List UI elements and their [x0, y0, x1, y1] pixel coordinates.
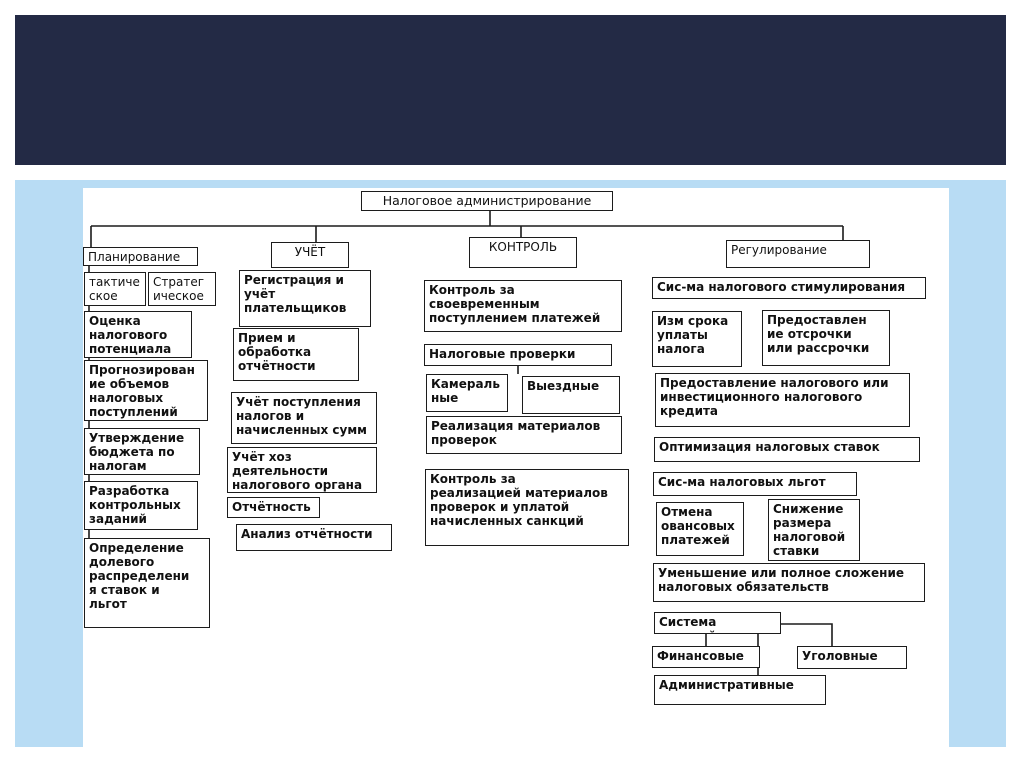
regulation-reduction: Уменьшение или полное сложение налоговых… [653, 563, 925, 602]
control-title: КОНТРОЛЬ [469, 237, 577, 268]
accounting-statements: Отчётность [227, 497, 320, 518]
accounting-registration: Регистрация и учёт плательщиков [239, 270, 371, 327]
control-materials: Реализация материалов проверок [426, 416, 622, 454]
root-node: Налоговое администрирование [361, 191, 613, 211]
planning-tasks: Разработка контрольных заданий [84, 481, 198, 530]
planning-tactical: тактиче ское [84, 272, 146, 306]
regulation-financial: Финансовые [652, 646, 760, 668]
control-sanctions-control: Контроль за реализацией материалов прове… [425, 469, 629, 546]
accounting-title: УЧЁТ [271, 242, 349, 268]
planning-share: Определение долевого распределени я став… [84, 538, 210, 628]
planning-forecast: Прогнозирован ие объемов налоговых посту… [84, 360, 208, 421]
planning-budget: Утверждение бюджета по налогам [84, 428, 200, 475]
regulation-title: Регулирование [726, 240, 870, 268]
title-band [15, 15, 1006, 165]
regulation-rate-cut: Снижение размера налоговой ставки [768, 499, 860, 561]
regulation-administrative: Административные [654, 675, 826, 705]
regulation-deferral: Предоставлен ие отсрочки или рассрочки [762, 310, 890, 366]
accounting-analysis: Анализ отчётности [236, 524, 392, 551]
regulation-benefits: Сис-ма налоговых льгот [653, 472, 857, 496]
regulation-criminal: Уголовные [797, 646, 907, 669]
planning-strategic: Стратег ическое [148, 272, 216, 306]
control-field: Выездные [522, 376, 620, 414]
regulation-incentives: Сис-ма налогового стимулирования [652, 277, 926, 299]
control-timely: Контроль за своевременным поступлением п… [424, 280, 622, 332]
regulation-sanctions: Система санкций [654, 612, 781, 634]
planning-potential: Оценка налогового потенциала [84, 311, 192, 358]
accounting-reports: Прием и обработка отчётности [233, 328, 359, 381]
control-audits: Налоговые проверки [424, 344, 612, 366]
planning-title: Планирование [83, 247, 198, 266]
accounting-receipts: Учёт поступления налогов и начисленных с… [231, 392, 377, 444]
control-desk: Камераль ные [426, 374, 508, 412]
regulation-advance: Отмена овансовых платежей [656, 502, 744, 556]
regulation-term: Изм срока уплаты налога [652, 311, 742, 367]
accounting-activity: Учёт хоз деятельности налогового органа [227, 447, 377, 493]
regulation-rates: Оптимизация налоговых ставок [654, 437, 920, 462]
regulation-credit: Предоставление налогового или инвестицио… [655, 373, 910, 427]
